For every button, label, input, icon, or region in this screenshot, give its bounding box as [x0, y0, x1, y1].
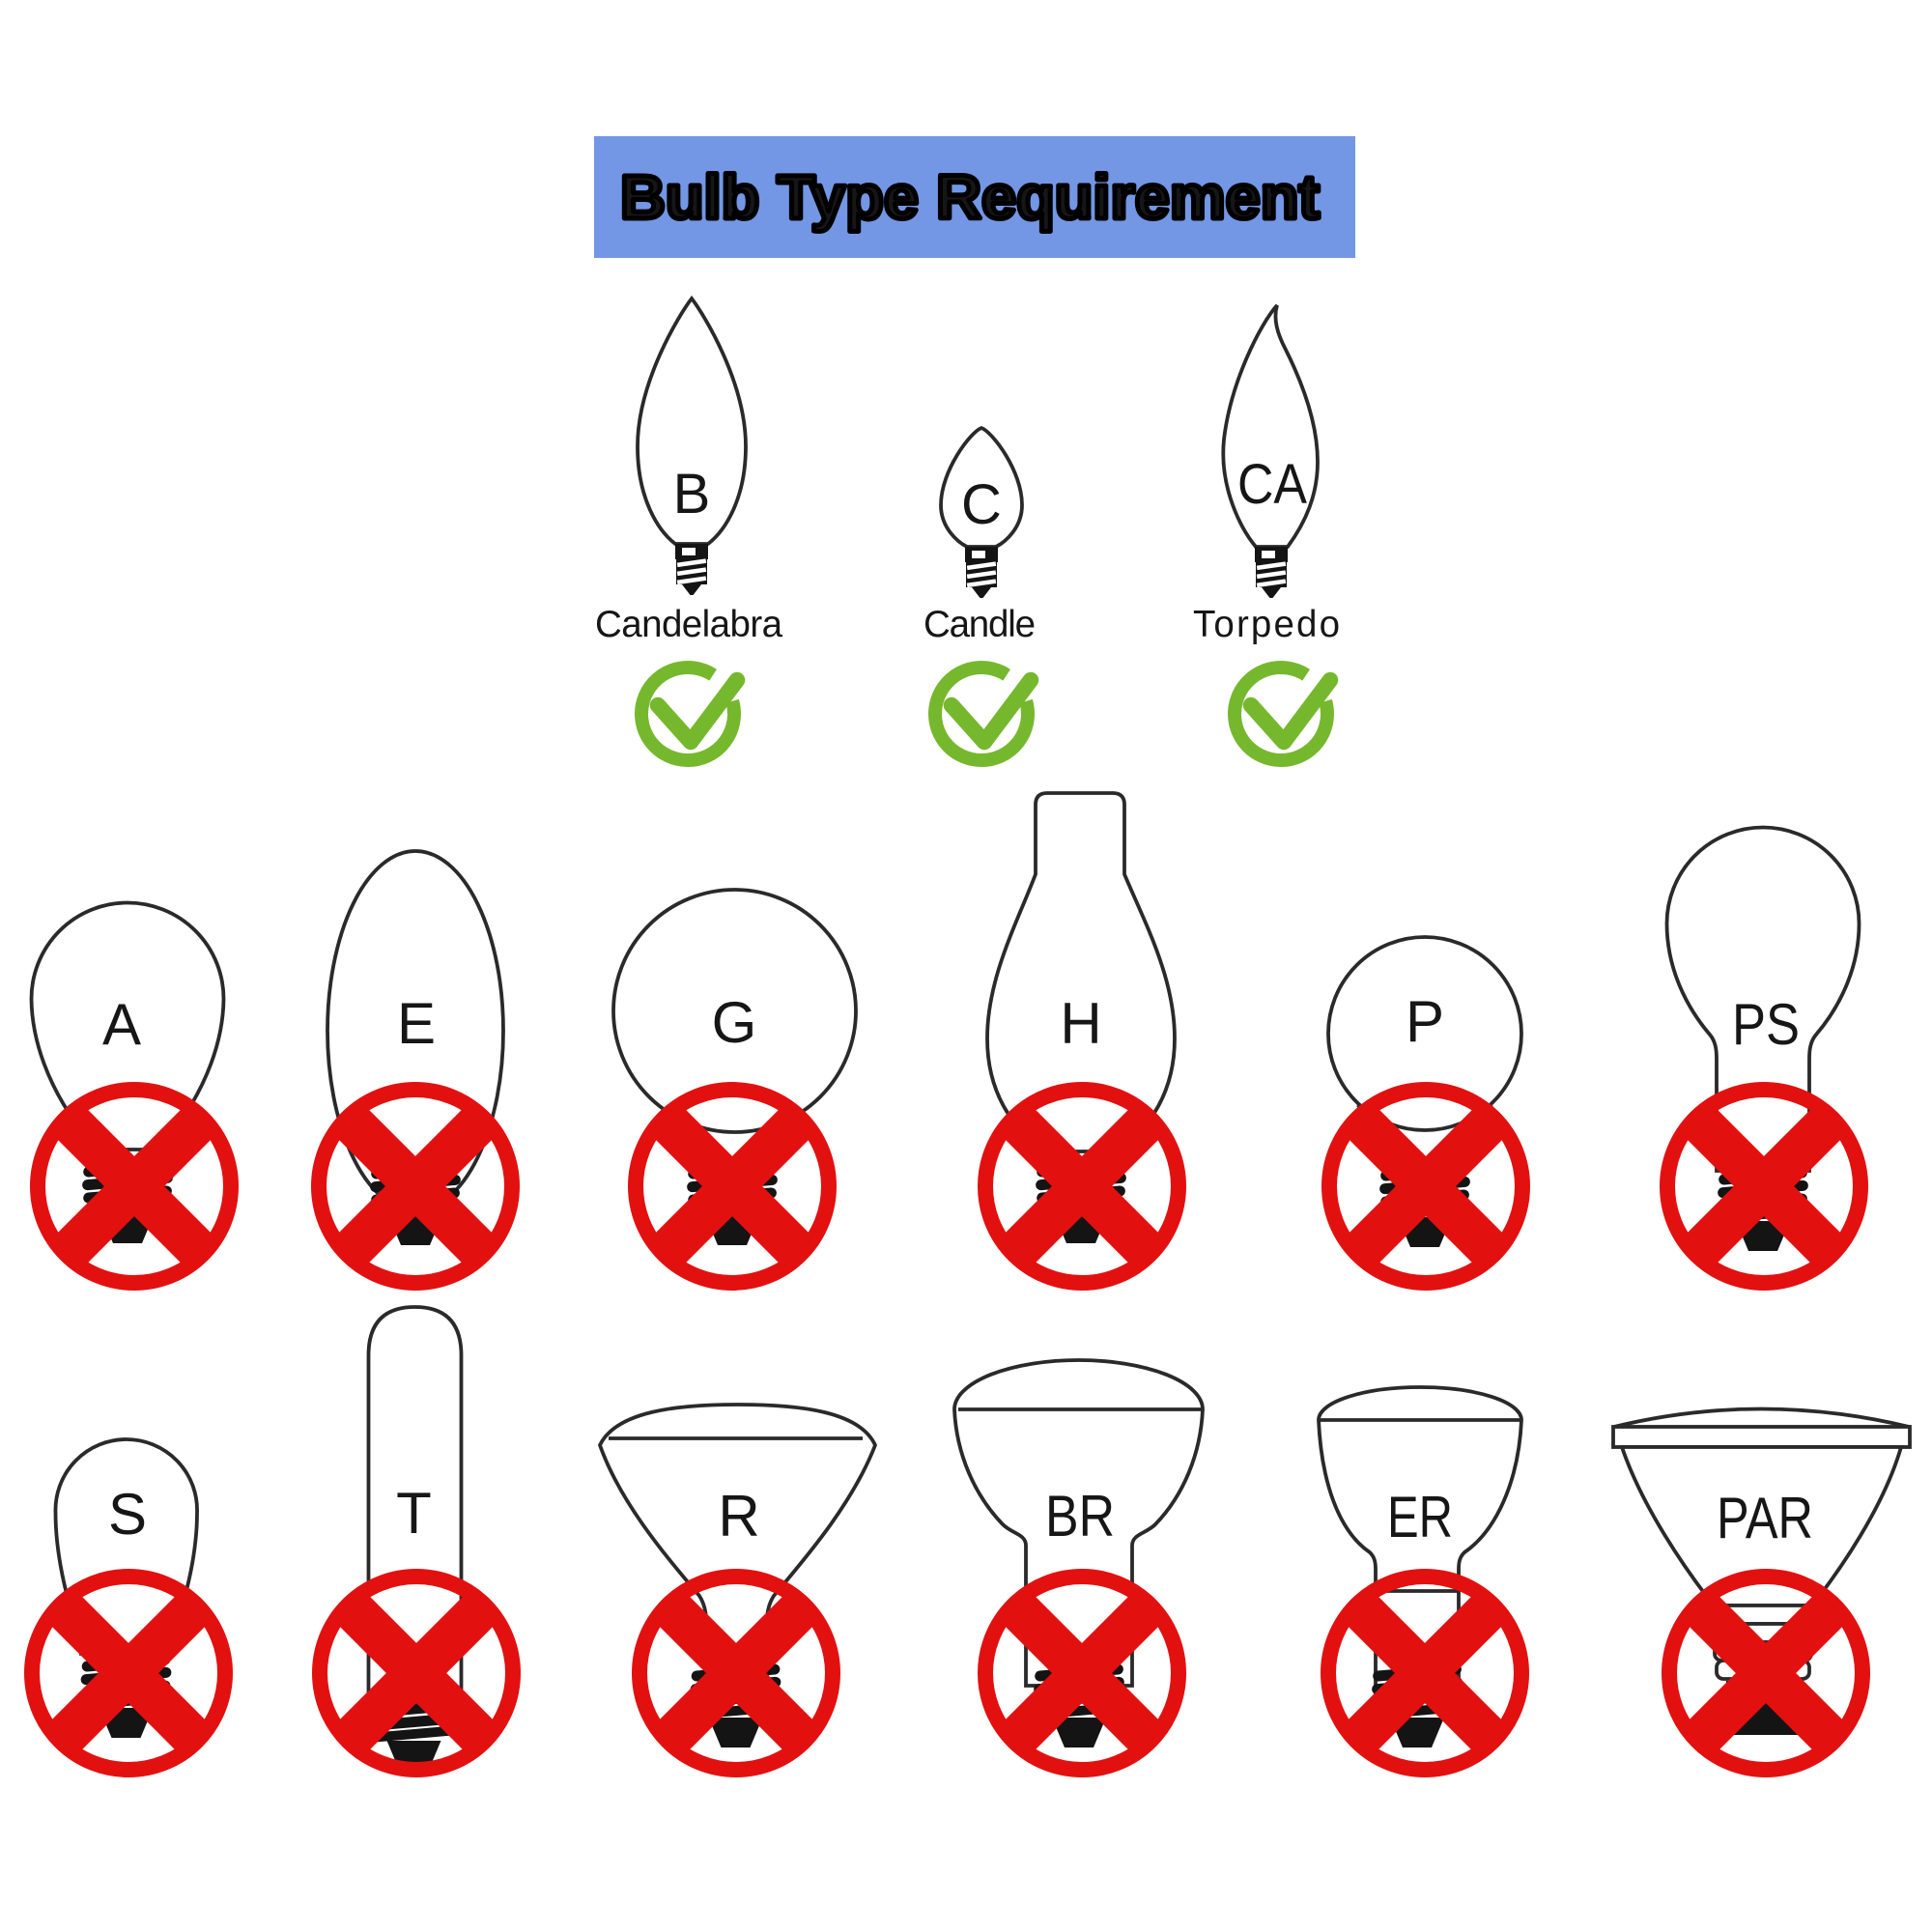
svg-text:P: P: [1406, 989, 1444, 1054]
svg-text:Candle: Candle: [923, 604, 1036, 645]
svg-text:T: T: [396, 1481, 432, 1546]
svg-text:S: S: [108, 1482, 147, 1547]
svg-text:CA: CA: [1237, 453, 1307, 516]
svg-text:E: E: [397, 991, 436, 1056]
svg-text:PS: PS: [1732, 992, 1800, 1057]
svg-text:Torpedo: Torpedo: [1193, 604, 1340, 645]
svg-text:Candelabra: Candelabra: [595, 604, 783, 645]
svg-text:ER: ER: [1387, 1485, 1453, 1549]
svg-text:BR: BR: [1045, 1484, 1115, 1548]
svg-text:PAR: PAR: [1717, 1486, 1813, 1550]
svg-text:C: C: [961, 473, 1002, 536]
svg-text:G: G: [712, 990, 757, 1055]
svg-text:B: B: [673, 463, 711, 526]
svg-text:H: H: [1060, 991, 1101, 1056]
svg-text:R: R: [718, 1484, 759, 1548]
svg-text:A: A: [102, 992, 141, 1057]
svg-text:Bulb Type Requirement: Bulb Type Requirement: [620, 162, 1320, 232]
